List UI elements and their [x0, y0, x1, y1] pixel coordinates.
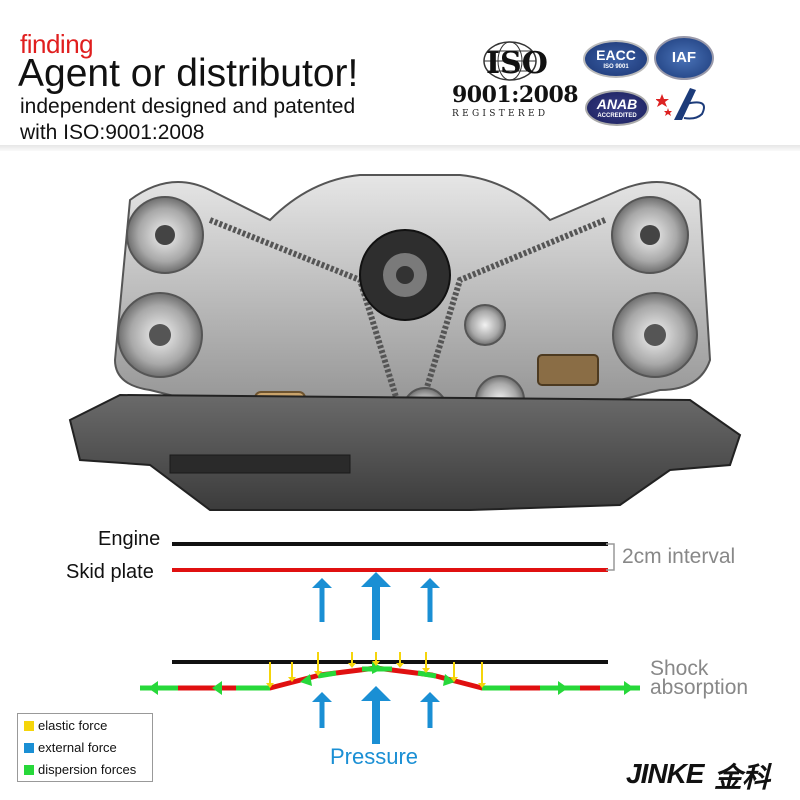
external-force-arrow-left-head [312, 578, 332, 588]
skid-plate-label: Skid plate [66, 561, 154, 583]
iaf-label: IAF [671, 49, 697, 66]
legend-item-external: external force [24, 740, 117, 755]
dispersion-arrow-inner-right [443, 674, 455, 686]
cnas-logo-icon [656, 88, 705, 120]
dispersion-arrow-left-0 [148, 681, 158, 695]
interval-bracket [606, 543, 615, 571]
anab-sublabel: ACCREDITED [597, 113, 637, 119]
legend-swatch-elastic [24, 721, 34, 731]
elastic-force-arrow-2-head [314, 671, 322, 676]
anab-badge: ANAB ACCREDITED [585, 90, 649, 126]
dispersion-segment-2 [317, 670, 337, 679]
headline: Agent or distributor! [18, 52, 359, 95]
external-force-arrow-center-head [361, 572, 391, 587]
iso-registered: REGISTERED [452, 109, 549, 119]
iaf-badge: IAF [654, 36, 714, 80]
engine-illustration [68, 174, 742, 511]
eacc-sublabel: ISO 9001 [603, 64, 629, 70]
eacc-badge: EACC ISO 9001 [583, 40, 649, 78]
pressure-arrow-center-head [361, 686, 391, 701]
elastic-force-arrow-5-head [396, 663, 404, 668]
pressure-arrow-right-head [420, 692, 440, 702]
pressure-arrow-left-head [312, 692, 332, 702]
elastic-force-arrow-6-head [422, 668, 430, 673]
anab-label: ANAB [596, 96, 638, 112]
header-divider [0, 145, 800, 151]
pressure-label: Pressure [330, 744, 419, 769]
iso-globe-icon [483, 41, 537, 81]
external-force-arrow-right-head [420, 578, 440, 588]
brand-logo: JINKE [626, 758, 704, 789]
elastic-force-arrow-0-head [266, 683, 274, 688]
legend-item-elastic: elastic force [24, 718, 107, 733]
legend-swatch-external [24, 743, 34, 753]
iso-mark: ISO [486, 46, 548, 81]
tagline: finding [20, 29, 94, 59]
shock-label-line-2: absorption [650, 676, 749, 699]
legend-label-dispersion: dispersion forces [38, 762, 137, 777]
shock-label-line-1: Shock [650, 657, 709, 680]
dispersion-arrow-right-0 [558, 681, 568, 695]
elastic-force-arrow-3-head [348, 663, 356, 668]
elastic-force-arrow-4-head [372, 661, 380, 666]
subheadline-line-2: with ISO:9001:2008 [20, 121, 205, 144]
dispersion-arrow-right-1 [624, 681, 634, 695]
elastic-force-arrow-8-head [478, 683, 486, 688]
legend: elastic force external force dispersion … [17, 713, 153, 782]
elastic-force-arrow-1-head [288, 677, 296, 682]
interval-label: 2cm interval [622, 545, 736, 568]
legend-label-elastic: elastic force [38, 718, 108, 733]
dispersion-arrow-inner-left [300, 674, 312, 686]
brand-logo-cn: 金科 [714, 762, 771, 793]
elastic-force-arrow-7-head [450, 677, 458, 682]
eacc-label: EACC [596, 47, 636, 63]
dispersion-arrow-center [372, 662, 384, 674]
iso-number: 9001:2008 [452, 82, 579, 108]
legend-item-dispersion: dispersion forces [24, 762, 136, 777]
dispersion-arrow-left-1 [212, 681, 222, 695]
legend-label-external: external force [38, 740, 117, 755]
subheadline-line-1: independent designed and patented [20, 95, 356, 118]
legend-swatch-dispersion [24, 765, 34, 775]
engine-label: Engine [98, 528, 161, 550]
dispersion-segment-4 [417, 670, 437, 679]
